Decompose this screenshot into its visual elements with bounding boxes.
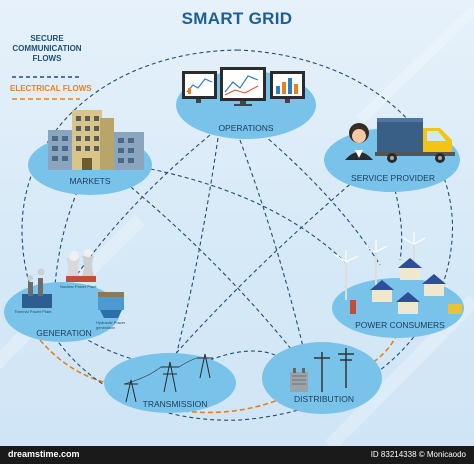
nuclear-power-plant-icon bbox=[66, 249, 96, 282]
utility-pole-icon bbox=[314, 348, 354, 392]
diagram-title: SMART GRID bbox=[181, 9, 293, 28]
comm-service-consumers bbox=[394, 189, 403, 261]
comm-service-transmission bbox=[169, 179, 356, 361]
node-label-transmission: TRANSMISSION bbox=[142, 399, 208, 409]
diagram-canvas bbox=[0, 10, 474, 446]
hydraulic-plant-label: Hydraulic Power generation bbox=[96, 320, 126, 330]
legend-electrical-swatch bbox=[12, 98, 80, 100]
office-building-icon bbox=[48, 110, 144, 170]
transmission-ellipse bbox=[104, 353, 236, 413]
footer-credit: dreamstime.com bbox=[8, 449, 80, 459]
node-label-markets: MARKETS bbox=[69, 176, 111, 186]
monitors-icon bbox=[182, 67, 305, 106]
comm-operations-transmission bbox=[174, 137, 219, 361]
thermal-plant-label: Thermal Power Plant bbox=[14, 309, 52, 314]
comm-operations-distribution bbox=[239, 139, 306, 356]
legend-secure-label: SECURE COMMUNICATION FLOWS bbox=[12, 34, 82, 63]
solar-houses-icon bbox=[350, 258, 462, 314]
comm-operations-generation bbox=[69, 134, 211, 286]
transmission-pylon-icon bbox=[123, 353, 213, 403]
footer-image-id: ID 83214338 © Monicaodo bbox=[370, 450, 466, 459]
node-label-distribution: DISTRIBUTION bbox=[294, 394, 354, 404]
comm-transmission-distribution bbox=[209, 350, 276, 361]
comm-operations-consumers bbox=[257, 129, 381, 266]
transformer-icon bbox=[290, 368, 308, 392]
legend-secure-swatch bbox=[12, 76, 80, 78]
comm-markets-distribution bbox=[119, 177, 301, 361]
node-label-generation: GENERATION bbox=[36, 328, 92, 338]
comm-markets-generation bbox=[54, 184, 81, 286]
hydraulic-power-icon bbox=[98, 292, 124, 318]
footer-bar: dreamstime.com ID 83214338 © Monicaodo bbox=[0, 446, 474, 464]
thermal-power-plant-icon bbox=[22, 268, 52, 308]
comm-markets-consumers bbox=[129, 164, 346, 263]
node-label-power-consumers: POWER CONSUMERS bbox=[355, 320, 445, 330]
legend-electrical-label: ELECTRICAL FLOWS bbox=[10, 84, 92, 93]
node-label-operations: OPERATIONS bbox=[218, 123, 274, 133]
delivery-truck-icon bbox=[375, 118, 455, 163]
node-label-service-provider: SERVICE PROVIDER bbox=[351, 173, 435, 183]
electrical-flow-generation-transmission bbox=[39, 339, 113, 385]
person-icon bbox=[345, 123, 373, 160]
nuclear-plant-label: Nuclear Power Plant bbox=[60, 284, 97, 289]
